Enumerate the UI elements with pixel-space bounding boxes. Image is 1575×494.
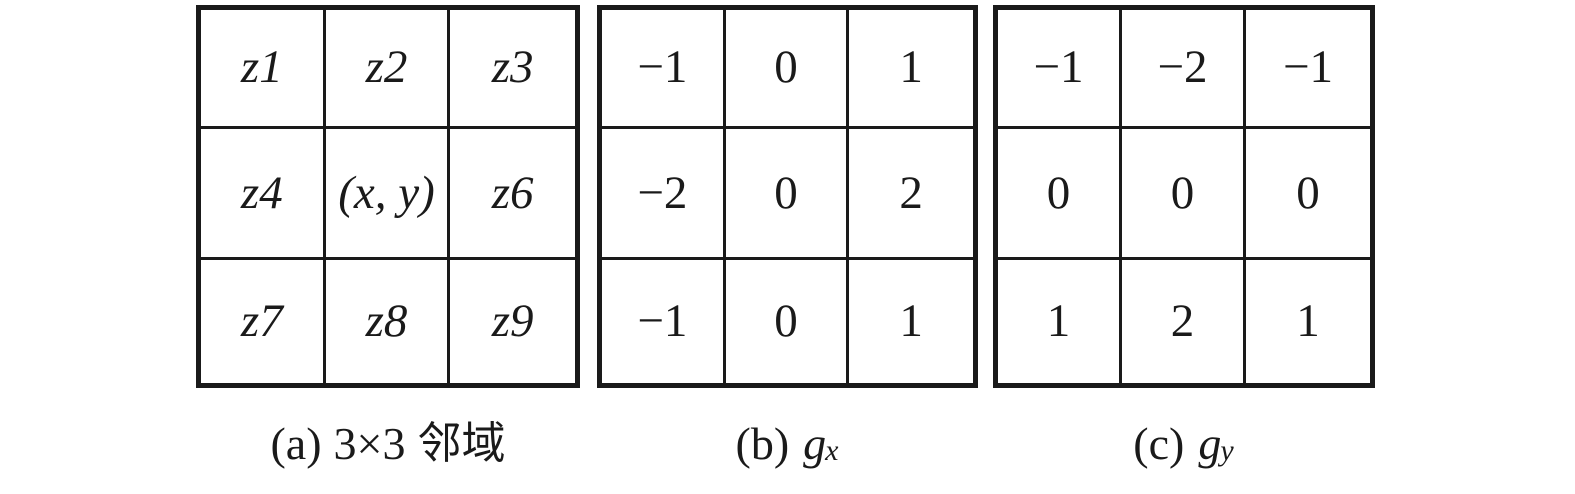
grid-cell-z6: z6 (450, 128, 575, 261)
gy-cell-r0c2: −1 (1246, 10, 1370, 129)
grid-cell-z4: z4 (201, 128, 326, 261)
gy-cell-r1c1: 0 (1122, 128, 1246, 261)
gx-cell-r1c0: −2 (602, 128, 726, 261)
gx-cell-r1c1: 0 (725, 128, 850, 261)
caption-b-lead: (b) (735, 418, 790, 469)
grid-cell-z7: z7 (201, 260, 326, 383)
gx-kernel-grid: −1 0 1 −2 0 2 −1 0 1 (597, 5, 978, 388)
caption-b-subscript: x (825, 434, 839, 467)
grid-cell-z1: z1 (201, 10, 326, 129)
gx-cell-r0c2: 1 (849, 10, 973, 129)
caption-b-symbol: g (803, 418, 827, 469)
gy-kernel-grid: −1 −2 −1 0 0 0 1 2 1 (993, 5, 1375, 388)
caption-c-symbol: g (1198, 418, 1222, 469)
caption-a-lead: (a) (270, 418, 322, 469)
gy-cell-r1c2: 0 (1246, 128, 1370, 261)
gx-cell-r2c1: 0 (725, 260, 850, 383)
gx-cell-r2c0: −1 (602, 260, 726, 383)
gy-cell-r2c1: 2 (1122, 260, 1246, 383)
gy-cell-r0c0: −1 (998, 10, 1122, 129)
caption-c-lead: (c) (1133, 418, 1185, 469)
neighborhood-grid: z1 z2 z3 z4 (x, y) z6 z7 z8 z9 (196, 5, 580, 388)
gy-cell-r0c1: −2 (1122, 10, 1246, 129)
grid-cell-center-xy: (x, y) (325, 128, 451, 261)
grid-cell-z2: z2 (325, 10, 451, 129)
grid-cell-z9: z9 (450, 260, 575, 383)
grid-cell-z8: z8 (325, 260, 451, 383)
caption-a-size: 3×3 (333, 418, 406, 469)
gx-cell-r2c2: 1 (849, 260, 973, 383)
grid-cell-z3: z3 (450, 10, 575, 129)
gy-cell-r2c2: 1 (1246, 260, 1370, 383)
gx-cell-r0c0: −1 (602, 10, 726, 129)
gy-cell-r2c0: 1 (998, 260, 1122, 383)
caption-a-cjk: 邻域 (417, 418, 506, 469)
gx-cell-r1c2: 2 (849, 128, 973, 261)
gy-cell-r1c0: 0 (998, 128, 1122, 261)
caption-c-subscript: y (1220, 434, 1234, 467)
gx-cell-r0c1: 0 (725, 10, 850, 129)
